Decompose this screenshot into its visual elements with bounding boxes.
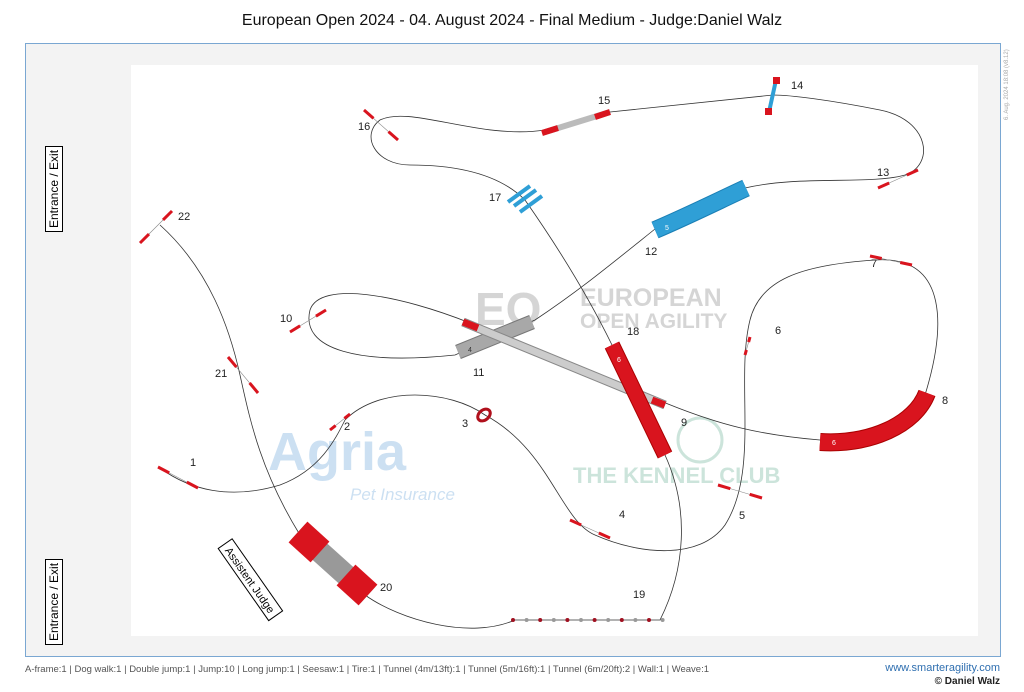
watermarks: EO EUROPEAN OPEN AGILITY Agria Pet Insur… (268, 283, 780, 504)
jump-wing (743, 349, 748, 356)
tunnel-11-label: 4 (468, 347, 472, 354)
number-4: 4 (619, 509, 625, 521)
course-field (131, 65, 978, 636)
number-5: 5 (739, 510, 745, 522)
jump-wing (289, 324, 301, 334)
jump-wing (329, 424, 337, 432)
weave-pole (606, 618, 611, 622)
weave-pole (660, 618, 665, 622)
jumps (138, 108, 919, 540)
number-10: 10 (280, 313, 292, 325)
eoa-logo-text1: EUROPEAN (580, 284, 722, 312)
jump-wing (343, 412, 351, 420)
jump-16[interactable] (363, 108, 399, 142)
jump-wing (157, 465, 170, 475)
obstacle-legend: A-frame:1 | Dog walk:1 | Double jump:1 |… (25, 664, 710, 675)
jump-wing (248, 381, 260, 394)
number-12: 12 (645, 246, 657, 258)
jump-2[interactable] (329, 412, 351, 432)
number-6: 6 (775, 325, 781, 337)
jump-wing (906, 168, 919, 177)
tunnel-18-label: 6 (617, 357, 621, 364)
tunnel-8[interactable]: 6 (819, 389, 936, 452)
number-labels: 1 2 3 4 5 6 7 8 9 10 11 12 13 14 15 16 1… (178, 80, 948, 601)
website-link[interactable]: www.smarteragility.com (885, 662, 1000, 674)
jump-wing (226, 356, 238, 369)
seesaw-15[interactable] (541, 109, 611, 136)
number-8: 8 (942, 395, 948, 407)
number-13: 13 (877, 167, 889, 179)
kc-logo: THE KENNEL CLUB (573, 463, 780, 488)
number-19: 19 (633, 589, 645, 601)
jump-wing (315, 308, 327, 318)
jump-wing (877, 181, 890, 190)
jump-7[interactable] (869, 254, 913, 267)
jump-wing (717, 483, 731, 491)
number-20: 20 (380, 582, 392, 594)
obstacles: 4 6 6 5 (288, 77, 936, 622)
jump-wing (899, 261, 913, 267)
number-22: 22 (178, 211, 190, 223)
weave-pole (565, 618, 570, 622)
tunnel-8-label: 6 (832, 440, 836, 447)
weave-pole (647, 618, 651, 622)
jump-wing (749, 492, 763, 500)
jump-wing (869, 254, 883, 260)
number-11: 11 (473, 367, 484, 379)
weave-pole (619, 618, 624, 622)
weave-19[interactable] (511, 618, 665, 622)
jump-13[interactable] (877, 168, 919, 190)
number-9: 9 (681, 417, 687, 429)
jump-wing (186, 480, 199, 490)
assistant-judge-box: Assistent Judge (217, 538, 284, 622)
jump-wing (387, 130, 399, 142)
tunnel-12[interactable]: 5 (651, 179, 750, 239)
jump-5[interactable] (717, 483, 763, 500)
jump-21[interactable] (226, 356, 260, 394)
jump-wing (161, 209, 174, 222)
jump-wing (138, 232, 151, 245)
course-path (159, 94, 939, 629)
number-7: 7 (871, 258, 877, 270)
agria-sub: Pet Insurance (350, 485, 455, 504)
assistant-judge-label: Assistent Judge (222, 545, 276, 615)
weave-pole (633, 618, 638, 622)
number-1: 1 (190, 457, 196, 469)
weave-pole (579, 618, 583, 622)
jump-wing (569, 518, 582, 527)
number-3: 3 (462, 418, 468, 430)
jump-22[interactable] (138, 209, 174, 245)
number-18: 18 (627, 326, 639, 338)
jump-wing (598, 531, 611, 540)
jump-wing (747, 336, 752, 343)
weave-pole (511, 618, 515, 622)
weave-pole (538, 618, 543, 622)
number-21: 21 (215, 368, 227, 380)
long-jump-17[interactable] (506, 184, 544, 214)
agria-logo: Agria (268, 422, 407, 482)
jump-1[interactable] (157, 465, 199, 490)
tunnel-18[interactable]: 6 (604, 341, 673, 459)
tire-3[interactable] (475, 407, 492, 424)
number-17: 17 (489, 192, 501, 204)
jump-wing (363, 108, 375, 120)
eoa-logo-text2: OPEN AGILITY (580, 310, 727, 333)
wall-14[interactable] (765, 77, 780, 115)
jump-4[interactable] (569, 518, 611, 540)
tunnel-12-label: 5 (665, 225, 669, 232)
weave-pole (592, 618, 597, 622)
copyright: © Daniel Walz (934, 676, 1000, 687)
weave-pole (551, 618, 556, 622)
page-title: European Open 2024 - 04. August 2024 - F… (241, 12, 783, 29)
number-16: 16 (358, 121, 370, 133)
jump-6[interactable] (743, 336, 752, 356)
a-frame-20[interactable] (288, 521, 378, 606)
number-14: 14 (791, 80, 803, 92)
number-15: 15 (598, 95, 610, 107)
number-2: 2 (344, 421, 350, 433)
jump-10[interactable] (289, 308, 327, 334)
weave-pole (524, 618, 529, 622)
